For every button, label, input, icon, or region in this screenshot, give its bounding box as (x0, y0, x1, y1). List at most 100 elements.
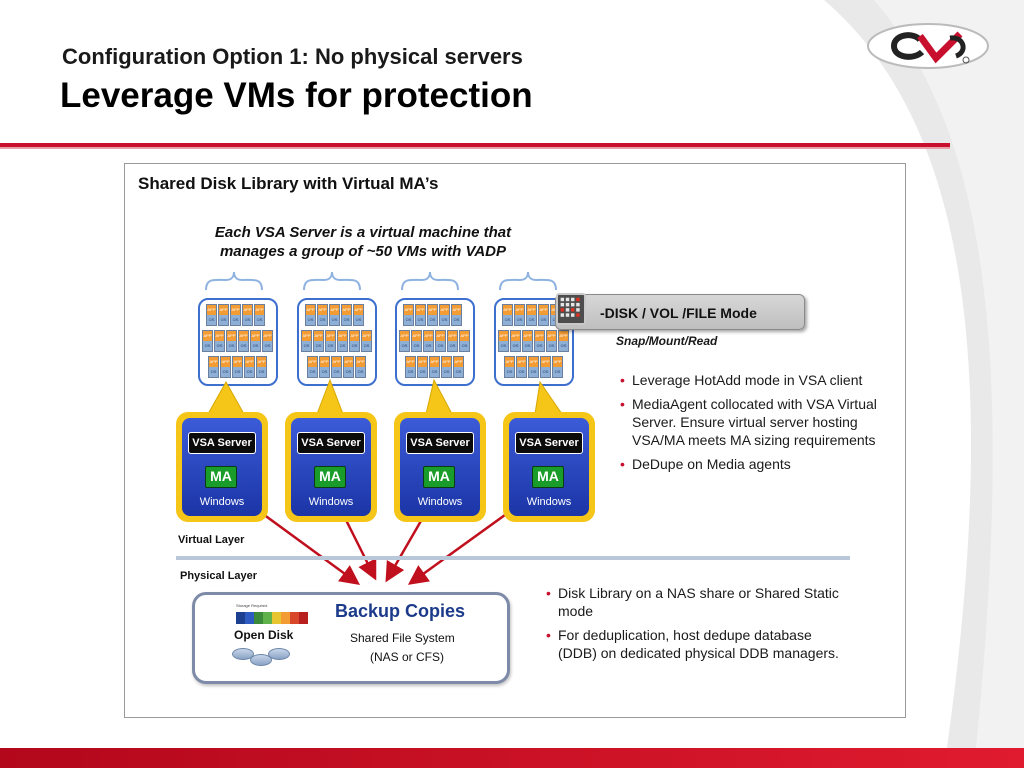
vm-os-label: OS (442, 367, 451, 377)
vm-app-label: APP (308, 357, 317, 367)
vm-app-label: APP (354, 305, 363, 315)
vm-os-label: OS (412, 341, 421, 351)
list-item: Disk Library on a NAS share or Shared St… (544, 584, 844, 620)
vm-app-label: APP (535, 331, 544, 341)
vm-os-label: OS (332, 367, 341, 377)
vsa-server-4: VSA Server MA Windows (503, 412, 595, 522)
vm-os-label: OS (318, 315, 327, 325)
vsa-note-line1: Each VSA Server is a virtual machine tha… (214, 224, 512, 241)
vm-os-label: OS (460, 341, 469, 351)
ma-badge: MA (314, 466, 346, 488)
vm-os-label: OS (541, 367, 550, 377)
slide-title-line1: Configuration Option 1: No physical serv… (62, 44, 523, 69)
brace-4 (499, 271, 557, 291)
list-item: DeDupe on Media agents (616, 455, 886, 473)
vm-app-label: APP (227, 331, 236, 341)
vm-os-label: OS (553, 367, 562, 377)
vm-app-label: APP (318, 305, 327, 315)
vm-app-label: APP (203, 331, 212, 341)
vm-os-label: OS (559, 341, 568, 351)
physical-layer-label: Physical Layer (180, 570, 258, 582)
vm-app-label: APP (503, 305, 512, 315)
vm-app-label: APP (350, 331, 359, 341)
os-label: Windows (417, 496, 463, 508)
vm-app-label: APP (338, 331, 347, 341)
vm-os-label: OS (527, 315, 536, 325)
disk-mode-box: -DISK / VOL /FILE Mode (555, 293, 805, 330)
vm-os-label: OS (356, 367, 365, 377)
vm-os-label: OS (251, 341, 260, 351)
vm-os-label: OS (354, 315, 363, 325)
vsa-server-2: VSA Server MA Windows (285, 412, 377, 522)
vm-os-label: OS (227, 341, 236, 351)
vm-os-label: OS (207, 315, 216, 325)
vm-os-label: OS (523, 341, 532, 351)
vm-os-label: OS (547, 341, 556, 351)
vsa-server-label: VSA Server (188, 432, 256, 454)
vm-app-label: APP (257, 357, 266, 367)
vm-app-label: APP (428, 305, 437, 315)
list-item: Leverage HotAdd mode in VSA client (616, 371, 886, 389)
vm-app-label: APP (255, 305, 264, 315)
vm-app-label: APP (452, 305, 461, 315)
vm-os-label: OS (263, 341, 272, 351)
vm-app-label: APP (529, 357, 538, 367)
layer-divider (176, 556, 850, 560)
vm-os-label: OS (529, 367, 538, 377)
os-label: Windows (526, 496, 572, 508)
vsa-server-1: VSA Server MA Windows (176, 412, 268, 522)
vm-os-label: OS (452, 315, 461, 325)
disk-cylinder-icon (268, 648, 290, 660)
vm-app-label: APP (219, 305, 228, 315)
vm-os-label: OS (499, 341, 508, 351)
vm-os-label: OS (517, 367, 526, 377)
vm-app-label: APP (263, 331, 272, 341)
vm-os-label: OS (515, 315, 524, 325)
disk-cylinder-icon (232, 648, 254, 660)
vm-app-label: APP (239, 331, 248, 341)
vm-app-label: APP (460, 331, 469, 341)
vm-app-label: APP (231, 305, 240, 315)
vm-os-label: OS (418, 367, 427, 377)
vm-app-label: APP (400, 331, 409, 341)
vm-os-label: OS (302, 341, 311, 351)
os-label: Windows (308, 496, 354, 508)
ma-badge: MA (532, 466, 564, 488)
vm-app-label: APP (515, 305, 524, 315)
backup-subtitle-2: (NAS or CFS) (370, 650, 445, 664)
footer-bar (0, 748, 1024, 768)
vm-os-label: OS (257, 367, 266, 377)
vm-os-label: OS (406, 367, 415, 377)
